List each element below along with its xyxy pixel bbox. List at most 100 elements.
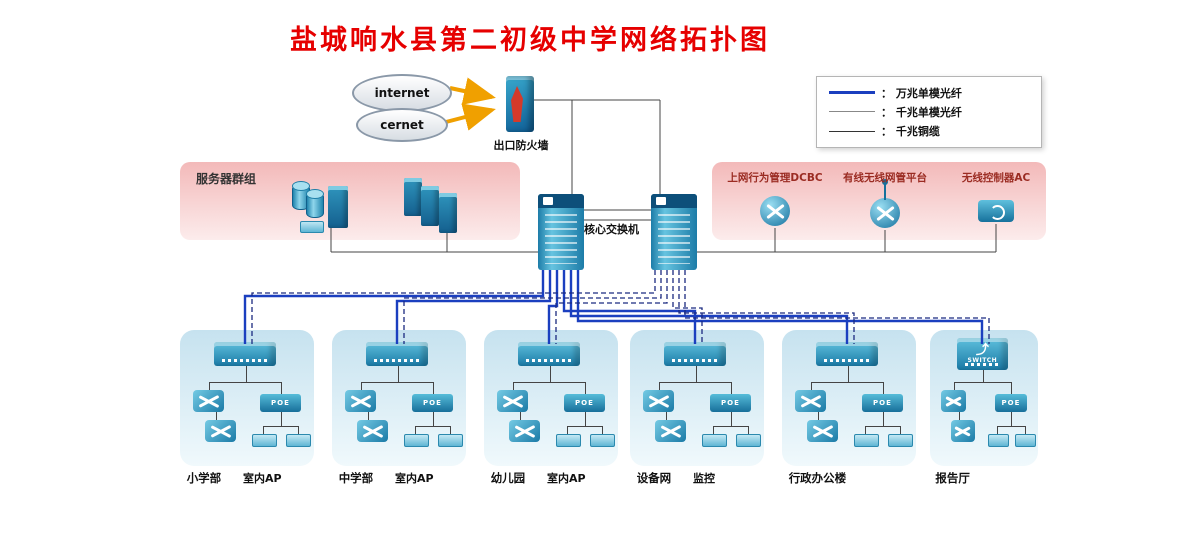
link-line xyxy=(216,412,218,422)
link-line xyxy=(847,366,849,382)
ap-icon xyxy=(589,434,615,447)
access-switch-icon xyxy=(663,342,727,366)
group-kindergarten: POE 幼儿园 室内AP xyxy=(484,330,618,488)
behavior-management-device-icon xyxy=(760,196,790,226)
group-label: 小学部 xyxy=(186,471,222,485)
antenna-icon xyxy=(882,179,888,200)
group-lecture-hall: ⤴ SWITCH POE 报告厅 xyxy=(930,330,1038,488)
group-label: 设备网 xyxy=(636,471,672,485)
switch-icon xyxy=(940,390,966,412)
cernet-cloud-label: cernet xyxy=(380,118,424,132)
port-chip-icon xyxy=(543,197,553,205)
legend-item-copper: ： 千兆铜缆 xyxy=(829,123,1029,139)
link-line xyxy=(996,426,1026,427)
core-switch-1-icon xyxy=(538,194,584,270)
link-line xyxy=(811,382,813,392)
ap-icon xyxy=(437,434,463,447)
link-line xyxy=(449,426,451,434)
legend-item-1g: ： 千兆单模光纤 xyxy=(829,104,1029,120)
link-line xyxy=(865,426,900,427)
flame-icon xyxy=(511,86,523,122)
access-switch-icon xyxy=(365,342,429,366)
link-line xyxy=(361,382,363,392)
link-line xyxy=(1025,426,1027,434)
group-label: 报告厅 xyxy=(935,471,970,485)
link-line xyxy=(584,412,586,426)
link-line xyxy=(1011,382,1012,394)
legend-label: ： 千兆铜缆 xyxy=(881,125,940,139)
link-line xyxy=(659,382,732,383)
link-line xyxy=(567,426,602,427)
poe-switch-icon: POE xyxy=(710,394,751,412)
ap-icon xyxy=(854,434,880,447)
firewall-label: 出口防火墙 xyxy=(493,139,549,152)
arrow-icon: ⤴ xyxy=(975,342,989,358)
camera-icon xyxy=(702,434,728,447)
link-line xyxy=(882,412,884,426)
link-line xyxy=(695,366,697,382)
port-chip-icon xyxy=(656,197,666,205)
link-line xyxy=(520,412,522,422)
camera-icon xyxy=(735,434,761,447)
switch-icon xyxy=(357,420,389,442)
link-line xyxy=(263,426,265,434)
link-line xyxy=(209,382,282,383)
internet-arrows xyxy=(445,77,496,131)
link-line xyxy=(513,382,586,383)
access-switch-icon xyxy=(517,342,581,366)
core-switch-label: 核心交换机 xyxy=(584,223,639,236)
behavior-management-label: 上网行为管理DCBC xyxy=(727,172,823,184)
server-tower-icon xyxy=(421,186,439,226)
group-primary-school: POE 小学部 室内AP xyxy=(180,330,314,488)
server-group-panel xyxy=(180,162,520,240)
switch-icon xyxy=(643,390,675,412)
link-line xyxy=(747,426,749,434)
link-line xyxy=(397,366,399,382)
switch-icon xyxy=(497,390,529,412)
ap-icon xyxy=(988,434,1009,447)
switch-device-label: SWITCH xyxy=(967,356,998,364)
ap-icon xyxy=(252,434,278,447)
link-line xyxy=(280,382,282,394)
group-admin-building: POE 行政办公楼 xyxy=(782,330,916,488)
link-line xyxy=(865,426,867,434)
link-line xyxy=(280,412,282,426)
switch-icon xyxy=(509,420,541,442)
link-line xyxy=(432,412,434,426)
database-server-icon xyxy=(306,189,324,218)
poe-switch-icon: POE xyxy=(260,394,301,412)
cernet-cloud: cernet xyxy=(356,108,448,142)
link-line xyxy=(730,412,732,426)
poe-switch-icon: POE xyxy=(994,394,1028,412)
link-line xyxy=(996,426,998,434)
link-line xyxy=(368,412,370,422)
switch-icon xyxy=(795,390,827,412)
firewall-icon xyxy=(506,76,534,132)
link-line xyxy=(659,382,661,392)
lecture-hall-switch-icon: ⤴ SWITCH xyxy=(957,338,1008,370)
link-line xyxy=(982,366,984,382)
network-management-device-icon xyxy=(870,198,900,228)
link-line xyxy=(432,382,434,394)
line-sample-copper-icon xyxy=(829,130,875,132)
link-line xyxy=(882,382,884,394)
switch-icon xyxy=(950,420,976,442)
link-line xyxy=(811,382,884,383)
page-title: 盐城响水县第二初级中学网络拓扑图 xyxy=(290,25,770,56)
link-line xyxy=(415,426,417,434)
link-line xyxy=(899,426,901,434)
group-sublabel: 室内AP xyxy=(546,472,586,485)
ap-icon xyxy=(1015,434,1036,447)
link-line xyxy=(953,382,955,392)
group-middle-school: POE 中学部 室内AP xyxy=(332,330,466,488)
ap-icon xyxy=(887,434,913,447)
line-sample-10g-icon xyxy=(829,91,875,95)
internet-cloud: internet xyxy=(352,74,452,112)
server-tower-icon xyxy=(328,186,348,228)
poe-switch-icon: POE xyxy=(862,394,903,412)
legend-label: ： 万兆单模光纤 xyxy=(881,86,962,100)
link-line xyxy=(713,426,715,434)
network-management-label: 有线无线网管平台 xyxy=(843,172,927,184)
link-line xyxy=(584,382,586,394)
